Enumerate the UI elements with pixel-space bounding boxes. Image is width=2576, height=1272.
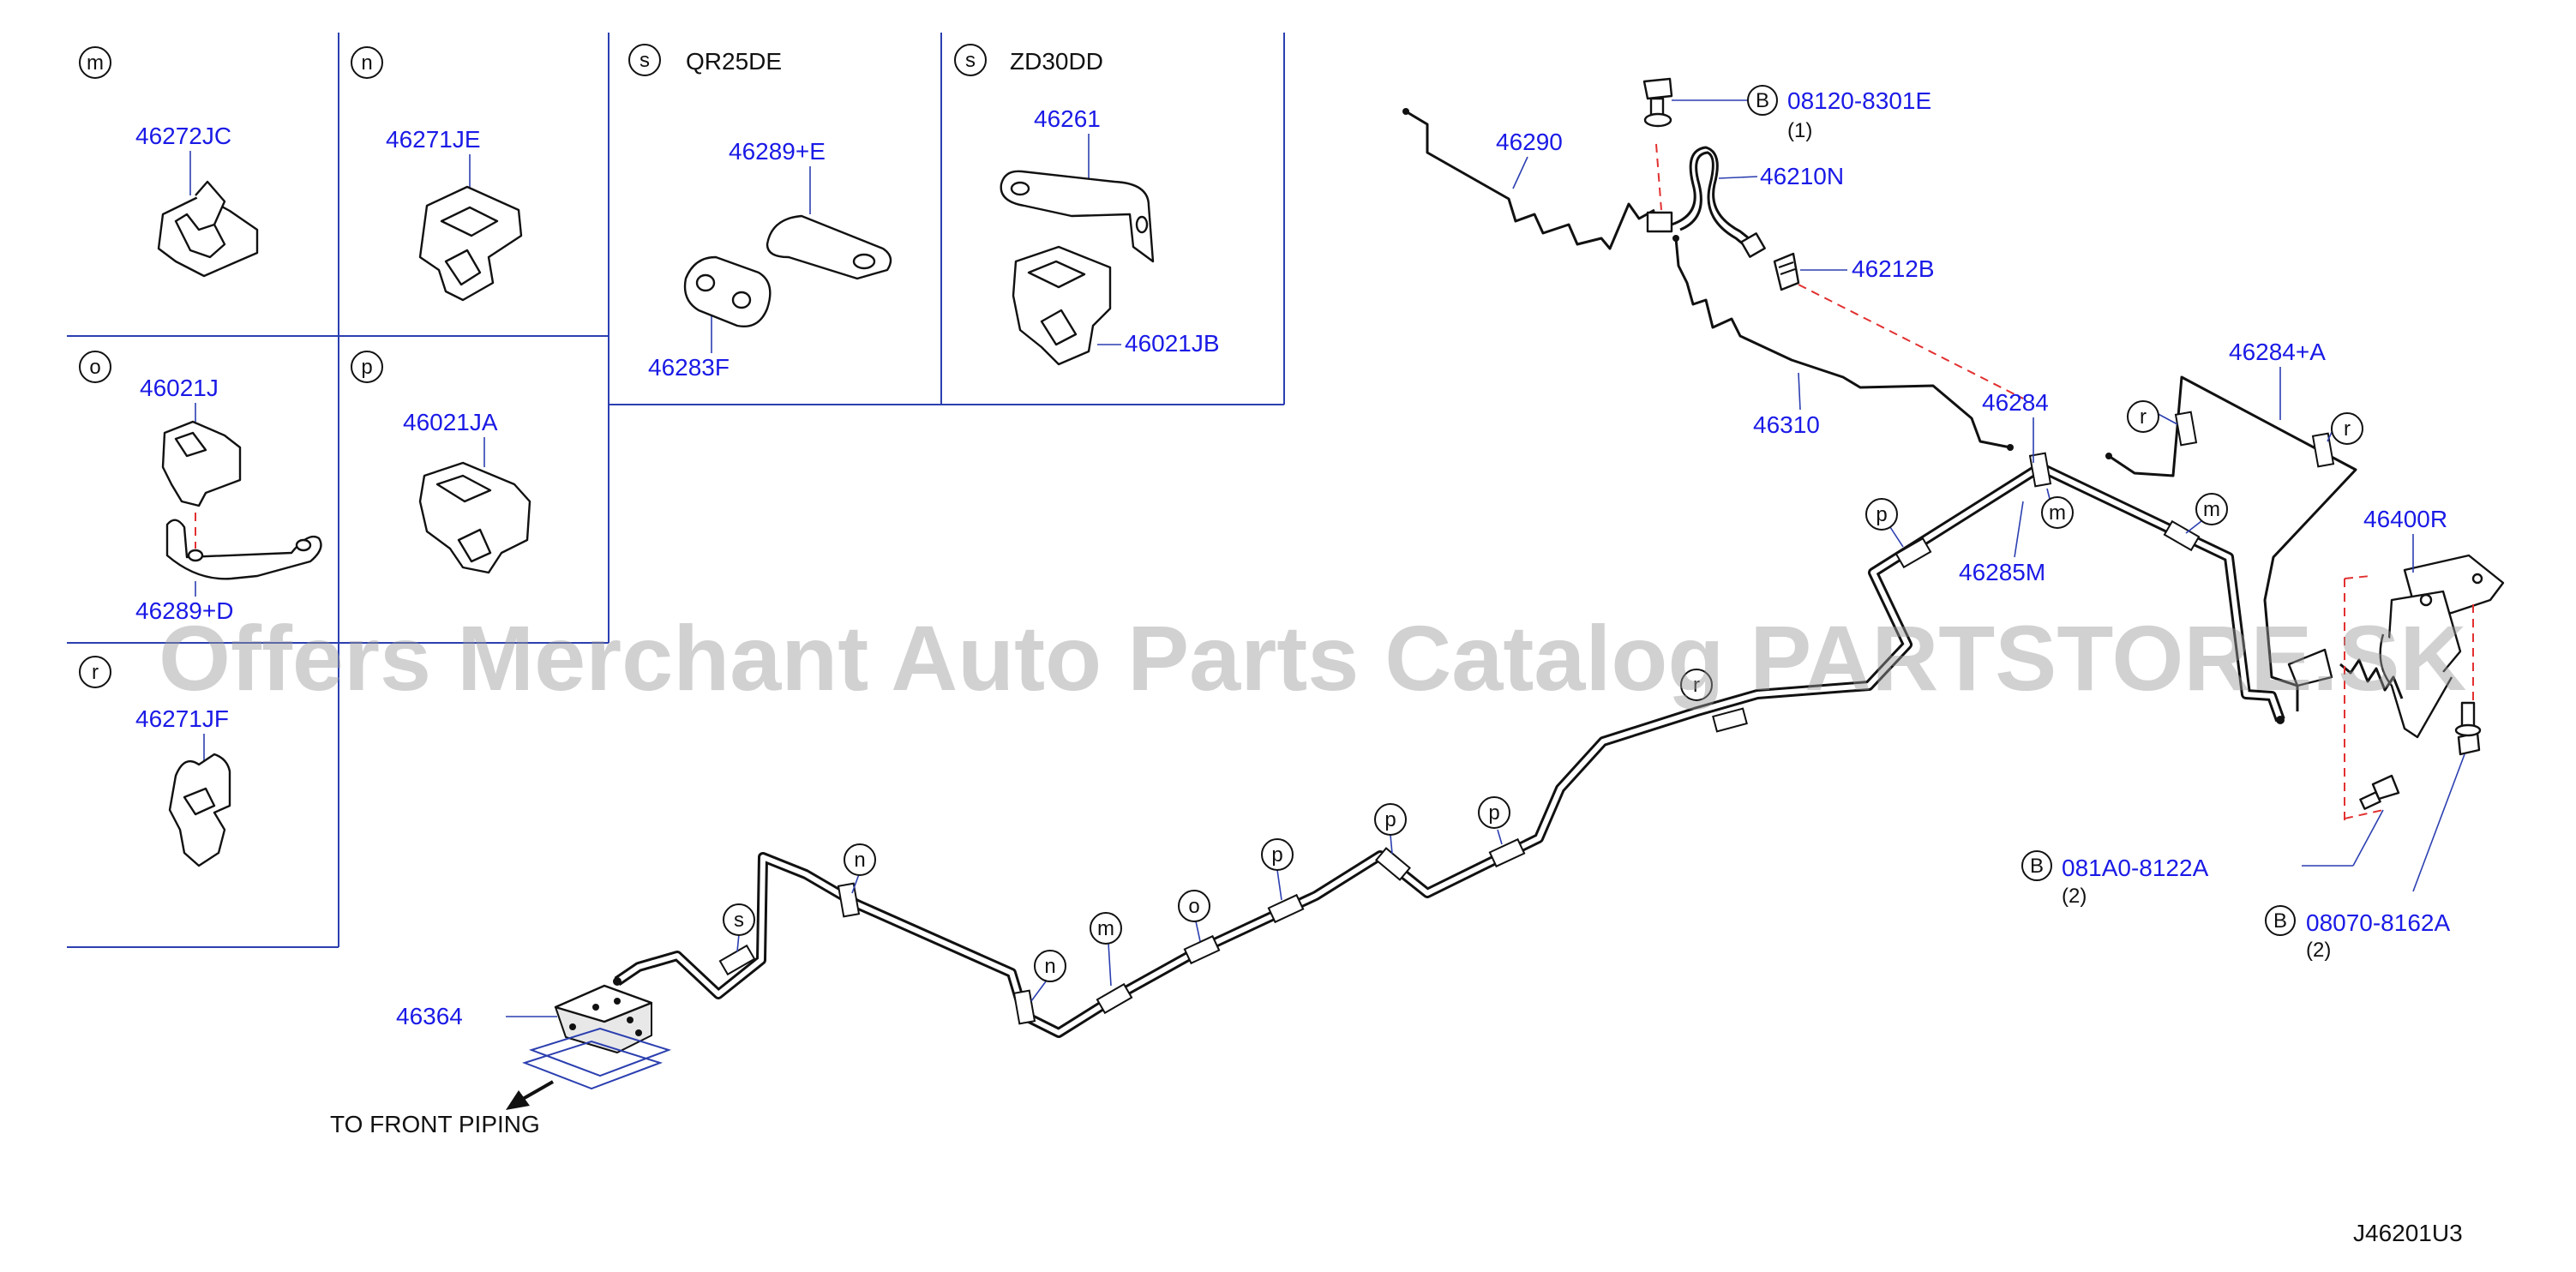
tube-clips <box>718 452 2201 1025</box>
pipe-46310 <box>1672 235 2014 451</box>
watermark-text: Offers Merchant Auto Parts Catalog PARTS… <box>159 606 2466 710</box>
clip-marker-m1: m <box>2049 501 2066 525</box>
bolt-letter-b1: B <box>1756 89 1769 112</box>
panel-letter-s: s <box>639 49 650 72</box>
panel-letter-r: r <box>92 661 99 684</box>
clip-marker-p5: p <box>1271 843 1282 867</box>
panel-letter-m: m <box>87 51 104 75</box>
clip-marker-n2: n <box>854 849 865 872</box>
panel-o: o 46021J 46289+D <box>79 351 322 624</box>
panel-s-zd30dd: s ZD30DD 46261 46021JB <box>954 44 1220 366</box>
hose-46210N <box>1646 146 1766 258</box>
part-46021J[interactable]: 46021J <box>140 375 219 401</box>
bolt-08120-8301E <box>1642 77 1673 128</box>
part-46261[interactable]: 46261 <box>1034 105 1101 132</box>
part-46283F[interactable]: 46283F <box>648 354 730 381</box>
part-46021JA[interactable]: 46021JA <box>403 409 498 435</box>
bolt-081A0-8122A <box>2359 774 2400 810</box>
bolt-08070-8162A <box>2454 701 2482 756</box>
clamp-46289E-drawing <box>766 214 892 280</box>
part-46210N[interactable]: 46210N <box>1760 163 1844 189</box>
clip-marker-m3: m <box>1097 917 1114 940</box>
to-front-piping-label: TO FRONT PIPING <box>330 1111 540 1137</box>
part-46271JF[interactable]: 46271JF <box>135 705 229 732</box>
clip-46271JF-drawing <box>168 753 231 867</box>
clip-marker-p3: p <box>1488 801 1499 825</box>
panel-letter-s2: s <box>965 49 976 72</box>
panel-letter-o: o <box>89 356 100 379</box>
front-arrow-icon <box>506 1080 554 1110</box>
engine-label-zd30dd: ZD30DD <box>1010 48 1103 75</box>
clip-marker-p2: r <box>1693 674 1700 697</box>
part-081A0-8122A[interactable]: 081A0-8122A <box>2062 855 2209 881</box>
panel-grid <box>67 33 1285 948</box>
qty-bolt2: (2) <box>2062 885 2087 908</box>
bolt-letter-b3: B <box>2273 909 2287 933</box>
part-46289-D[interactable]: 46289+D <box>135 597 233 624</box>
part-46364[interactable]: 46364 <box>396 1003 463 1029</box>
clip-marker-p1: p <box>1876 503 1887 526</box>
part-46212B[interactable]: 46212B <box>1852 255 1935 282</box>
clip-46021J-drawing <box>161 420 242 507</box>
part-46290[interactable]: 46290 <box>1496 129 1563 155</box>
panel-n: n 46271JE <box>351 46 523 302</box>
part-46285M[interactable]: 46285M <box>1959 559 2045 585</box>
panel-letter-n: n <box>361 51 372 75</box>
bolt-letter-b2: B <box>2030 855 2044 878</box>
panel-s-qr25de: s QR25DE 46289+E 46283F <box>628 44 892 381</box>
part-46289-E[interactable]: 46289+E <box>729 138 826 165</box>
engine-label-qr25de: QR25DE <box>686 48 782 75</box>
part-46271JE[interactable]: 46271JE <box>386 126 481 153</box>
clip-marker-s: s <box>734 909 744 932</box>
clip-marker-m2: m <box>2203 498 2220 521</box>
panel-letter-p: p <box>361 356 372 379</box>
clip-marker-p4: p <box>1384 808 1396 831</box>
panel-m: m 46272JC <box>79 46 259 278</box>
figure-code: J46201U3 <box>2353 1220 2463 1246</box>
bracket-46261-drawing <box>1000 170 1155 263</box>
clip-marker-r1: r <box>2140 405 2147 429</box>
wire-46290 <box>1402 108 1655 250</box>
part-46284-A[interactable]: 46284+A <box>2229 339 2326 365</box>
qty-bolt1: (1) <box>1787 119 1812 142</box>
panel-r: r 46271JF <box>79 656 231 867</box>
part-08120-8301E[interactable]: 08120-8301E <box>1787 87 1931 114</box>
connector-46364 <box>521 984 672 1090</box>
part-46310[interactable]: 46310 <box>1753 411 1820 438</box>
pipe-46284A <box>2105 375 2357 711</box>
clip-46271JE-drawing <box>418 185 523 302</box>
clip-markers: p m m r p p p o m n n s <box>723 488 2228 1002</box>
clip-46021JB-drawing <box>1012 245 1112 366</box>
qty-bolt3: (2) <box>2306 939 2331 962</box>
panel-p: p 46021JA <box>351 351 531 574</box>
part-46284[interactable]: 46284 <box>1982 389 2049 416</box>
main-brake-tube <box>613 462 2285 1038</box>
part-46400R[interactable]: 46400R <box>2363 506 2447 532</box>
clip-marker-r2: r <box>2344 417 2351 441</box>
clip-46021JA-drawing <box>418 461 531 574</box>
clip-46212B <box>1773 252 1800 291</box>
part-46272JC[interactable]: 46272JC <box>135 123 231 149</box>
valve-46400R <box>2287 554 2505 739</box>
clip-marker-n1: n <box>1044 955 1055 978</box>
clip-marker-o: o <box>1188 895 1199 918</box>
part-08070-8162A[interactable]: 08070-8162A <box>2306 909 2450 936</box>
clip-46272JC-drawing <box>157 180 259 278</box>
grommet-46283F-drawing <box>683 255 772 327</box>
bracket-46289D-drawing <box>165 519 322 580</box>
part-46021JB[interactable]: 46021JB <box>1125 330 1220 357</box>
